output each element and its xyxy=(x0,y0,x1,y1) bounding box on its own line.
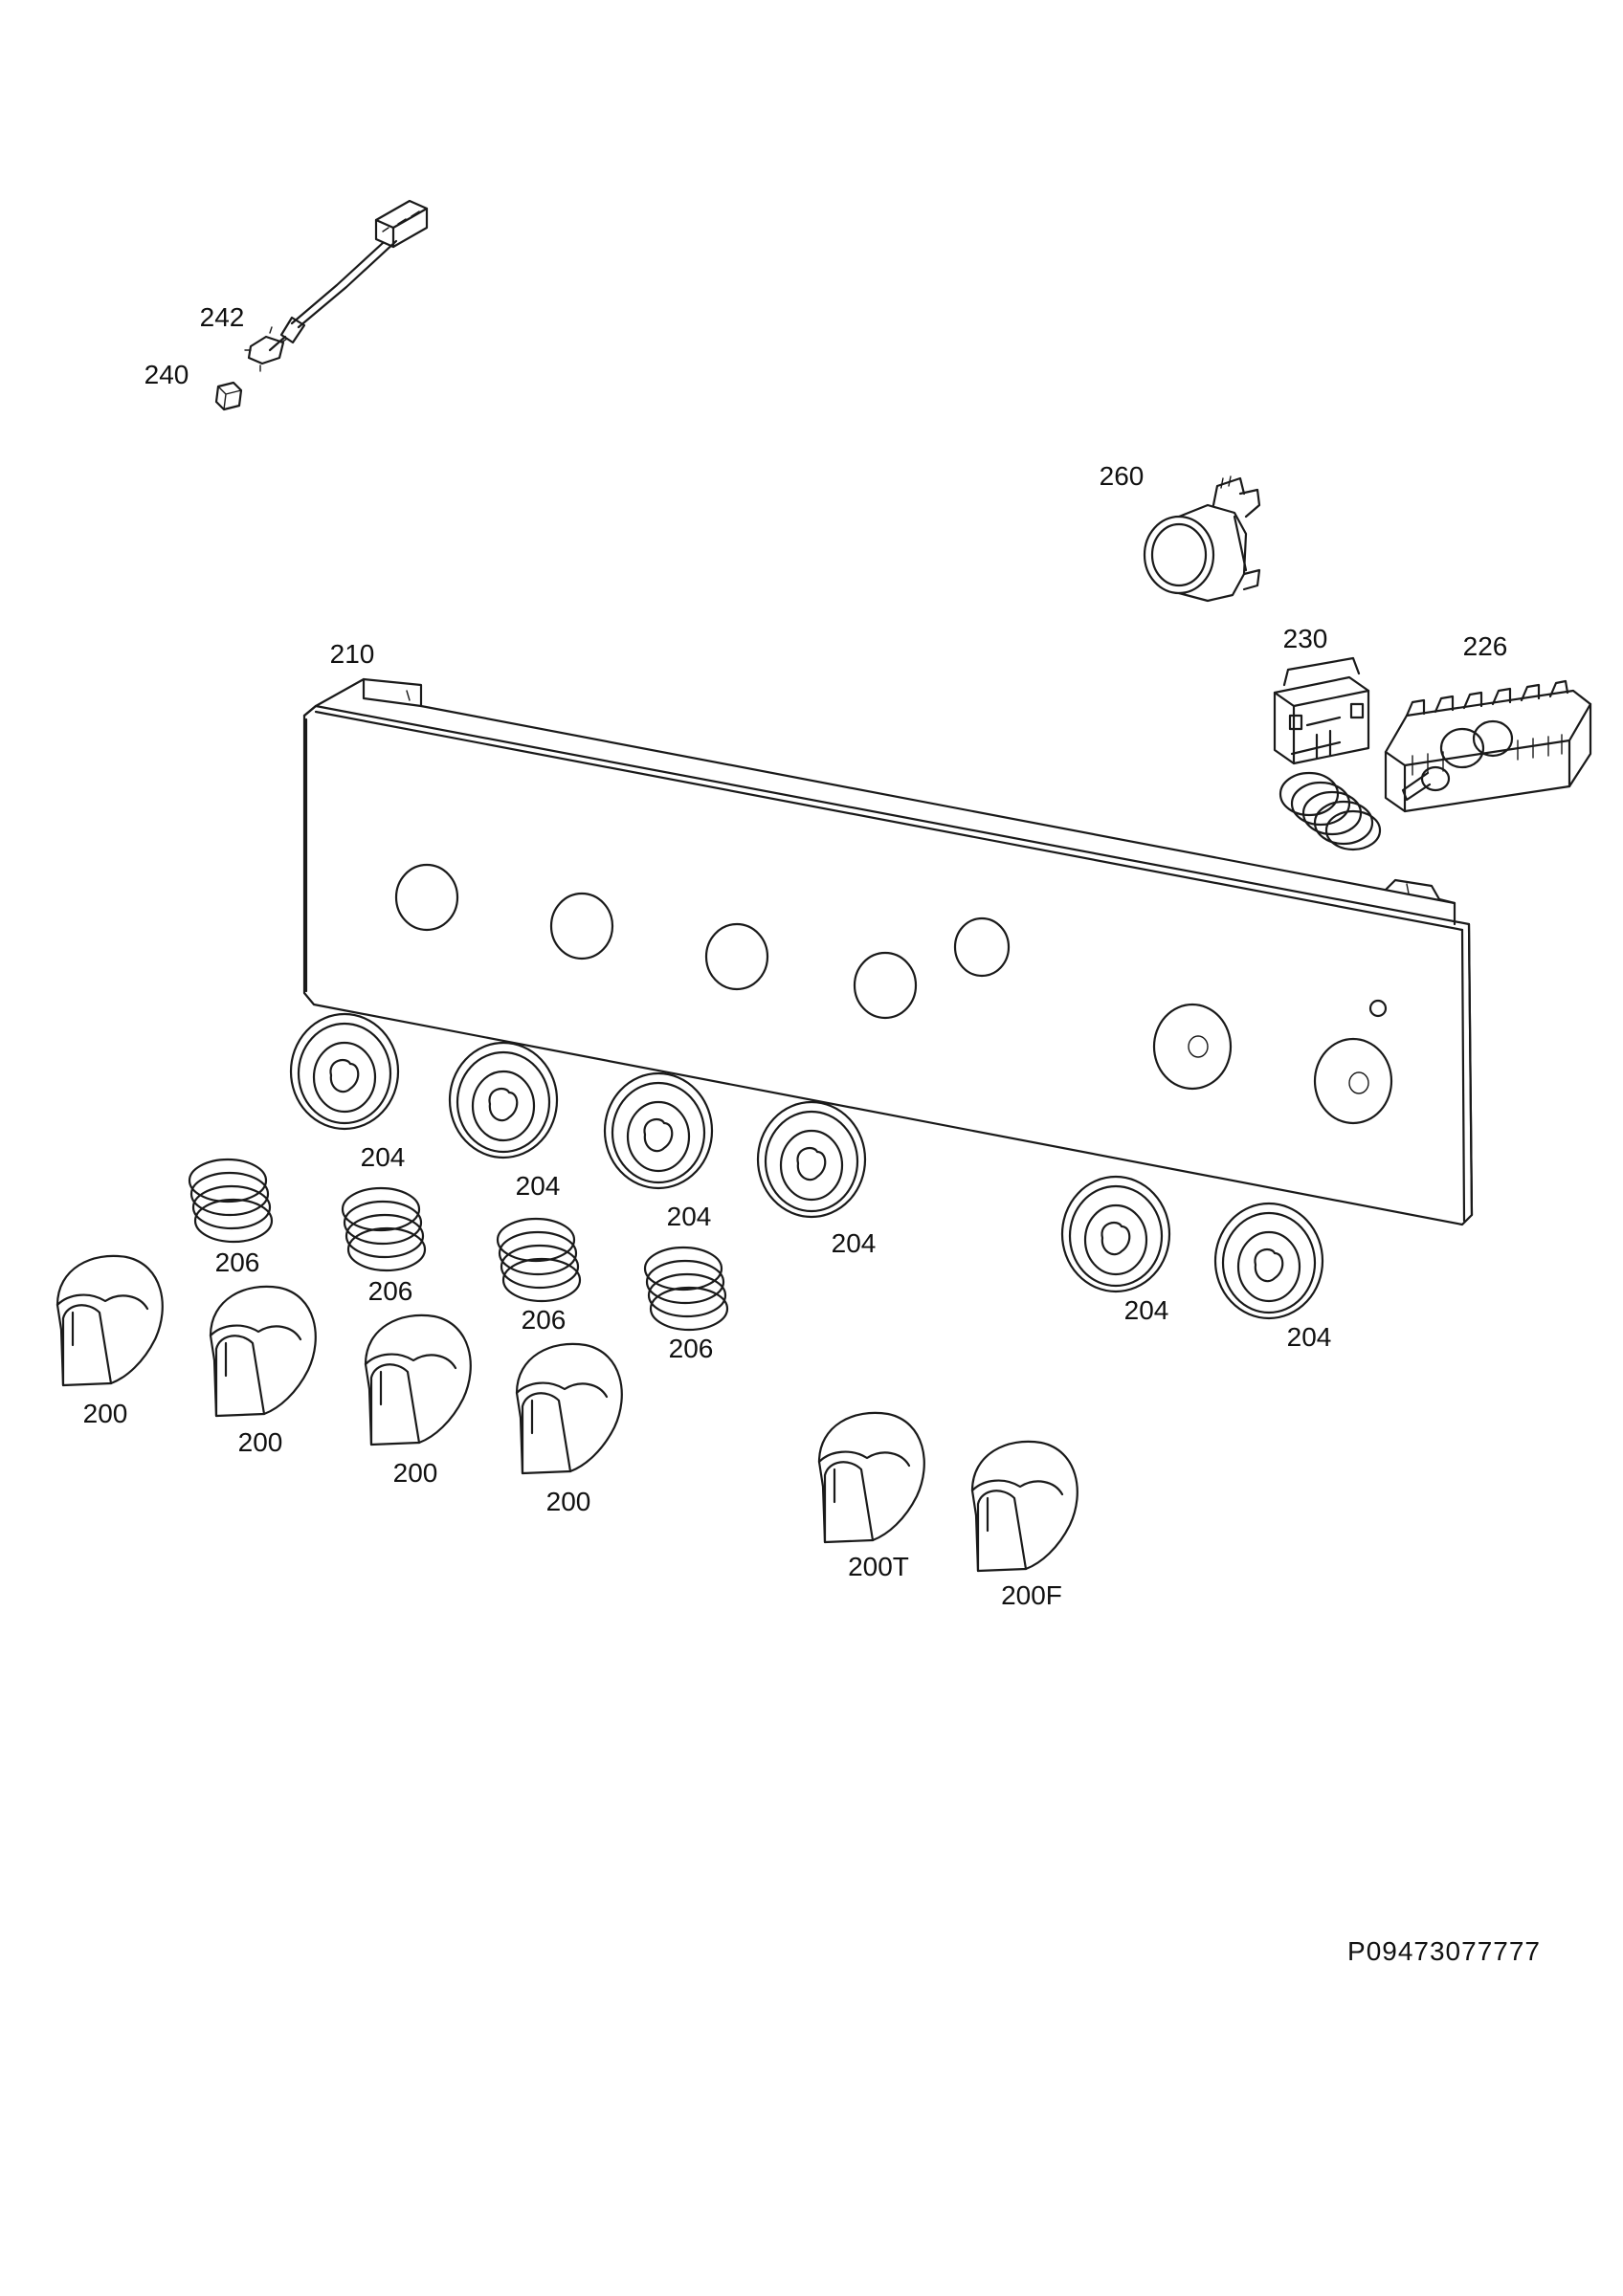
control-knob-200F xyxy=(970,1440,1078,1573)
spring-206-4 xyxy=(643,1246,729,1332)
knob-bezel-204-3 xyxy=(603,1071,714,1190)
part-label-206: 206 xyxy=(521,1305,567,1335)
wire-harness-242 xyxy=(244,199,429,372)
part-label-204: 204 xyxy=(515,1171,561,1201)
knob-bezel-204-5 xyxy=(1060,1175,1171,1293)
control-knob-200-4 xyxy=(515,1342,623,1475)
part-label-206: 206 xyxy=(367,1276,413,1306)
part-label-204: 204 xyxy=(360,1142,406,1172)
oven-lamp-260 xyxy=(1143,475,1261,603)
knob-bezel-204-2 xyxy=(448,1041,559,1159)
thermostat-230 xyxy=(1273,656,1382,851)
part-label-242: 242 xyxy=(199,302,245,332)
control-knob-200-3 xyxy=(364,1314,472,1446)
spring-206-1 xyxy=(188,1158,274,1244)
control-knob-200-1 xyxy=(56,1254,164,1387)
part-label-204: 204 xyxy=(666,1202,712,1231)
part-label-200F: 200F xyxy=(1001,1580,1062,1610)
part-label-200T: 200T xyxy=(848,1552,909,1581)
part-label-226: 226 xyxy=(1462,631,1508,661)
part-label-204: 204 xyxy=(1286,1322,1332,1352)
part-label-200: 200 xyxy=(392,1458,438,1488)
knob-bezel-204-4 xyxy=(756,1100,867,1219)
part-label-230: 230 xyxy=(1282,624,1328,653)
part-label-206: 206 xyxy=(214,1247,260,1277)
spring-206-2 xyxy=(341,1186,427,1272)
part-label-260: 260 xyxy=(1099,461,1145,491)
clip-240 xyxy=(214,381,243,411)
part-label-200: 200 xyxy=(545,1487,591,1516)
part-label-200: 200 xyxy=(82,1399,128,1428)
spring-206-3 xyxy=(496,1217,582,1303)
part-label-204: 204 xyxy=(1123,1295,1169,1325)
drawing-code: P09473077777 xyxy=(1347,1936,1541,1966)
control-knob-200T xyxy=(817,1411,925,1544)
selector-switch-226 xyxy=(1384,679,1592,813)
part-label-210: 210 xyxy=(329,639,375,669)
knob-bezel-204-6 xyxy=(1213,1202,1324,1320)
control-knob-200-2 xyxy=(209,1285,317,1418)
control-panel-210 xyxy=(302,677,1474,1226)
part-label-240: 240 xyxy=(144,360,189,389)
part-label-200: 200 xyxy=(237,1427,283,1457)
knob-bezel-204-1 xyxy=(289,1012,400,1131)
part-label-206: 206 xyxy=(668,1334,714,1363)
part-label-204: 204 xyxy=(831,1228,877,1258)
